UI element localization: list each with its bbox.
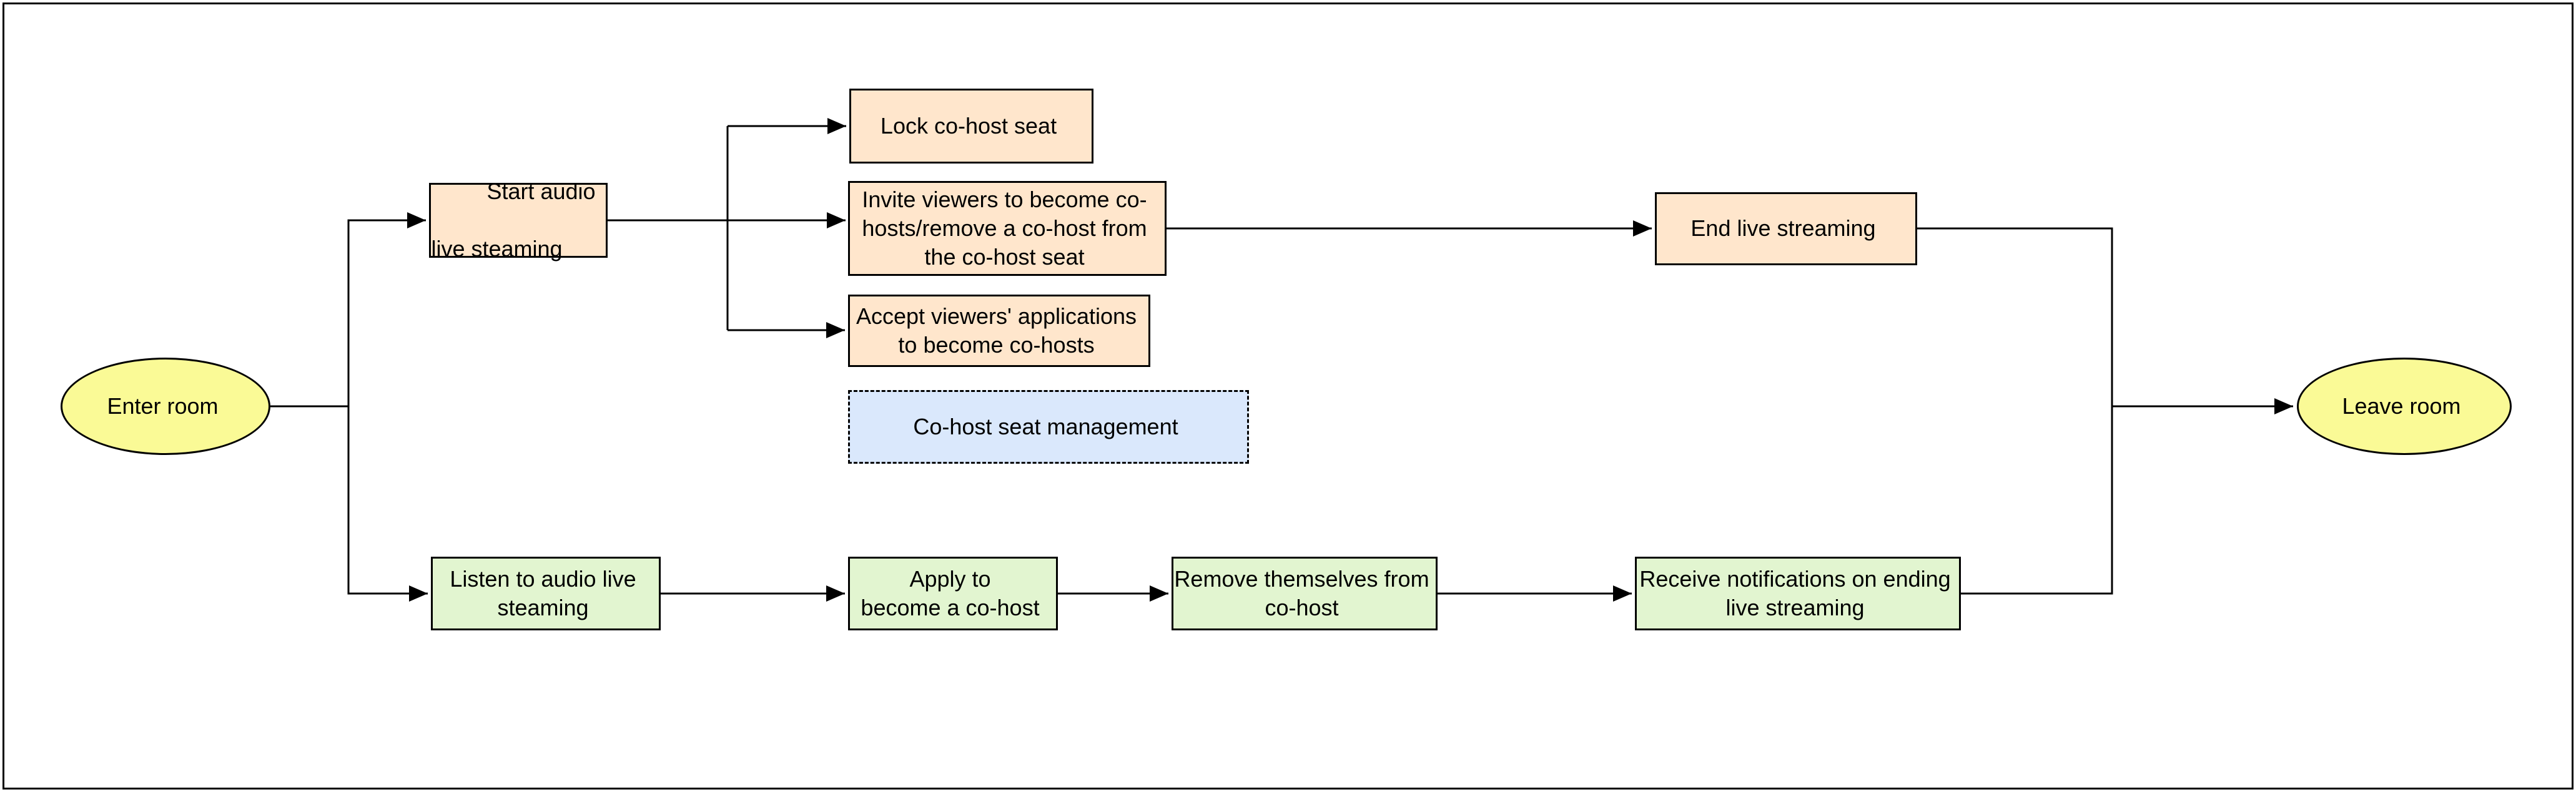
node-invite-viewers: Invite viewers to become co- hosts/remov… bbox=[848, 181, 1167, 276]
edge-receive-to-leave bbox=[1961, 406, 2113, 595]
node-accept-applications: Accept viewers' applications to become c… bbox=[848, 295, 1150, 367]
node-leave-room: Leave room bbox=[2297, 358, 2512, 455]
node-label: Listen to audio live steaming bbox=[450, 565, 636, 620]
node-enter-room: Enter room bbox=[61, 358, 270, 455]
node-end-live-streaming: End live streaming bbox=[1655, 192, 1917, 265]
node-label: Start audio live steaming bbox=[431, 178, 596, 262]
node-receive-notifications: Receive notifications on ending live str… bbox=[1635, 557, 1961, 630]
edge-enter-to-start bbox=[347, 212, 426, 406]
node-label: Enter room bbox=[107, 393, 219, 419]
node-label: Receive notifications on ending live str… bbox=[1639, 565, 1951, 620]
edge-enter-to-listen bbox=[347, 406, 428, 602]
node-label: Apply to become a co-host bbox=[861, 565, 1040, 620]
edge-end-to-leave bbox=[1917, 227, 2293, 414]
node-label: Remove themselves from co-host bbox=[1174, 565, 1429, 620]
node-start-audio-live-steaming: Start audio live steaming bbox=[429, 178, 608, 262]
node-co-host-seat-management: Co-host seat management bbox=[848, 390, 1249, 464]
node-label: Leave room bbox=[2342, 393, 2461, 419]
node-apply-to-become-co-host: Apply to become a co-host bbox=[848, 557, 1058, 630]
node-listen-to-audio: Listen to audio live steaming bbox=[431, 557, 661, 630]
node-label: End live streaming bbox=[1690, 215, 1876, 242]
node-remove-themselves: Remove themselves from co-host bbox=[1172, 557, 1438, 630]
node-label: Accept viewers' applications to become c… bbox=[856, 303, 1137, 358]
node-label: Co-host seat management bbox=[913, 413, 1178, 439]
node-label: Lock co-host seat bbox=[880, 112, 1057, 139]
node-label: Invite viewers to become co- hosts/remov… bbox=[862, 186, 1147, 270]
node-lock-co-host-seat: Lock co-host seat bbox=[849, 89, 1093, 164]
